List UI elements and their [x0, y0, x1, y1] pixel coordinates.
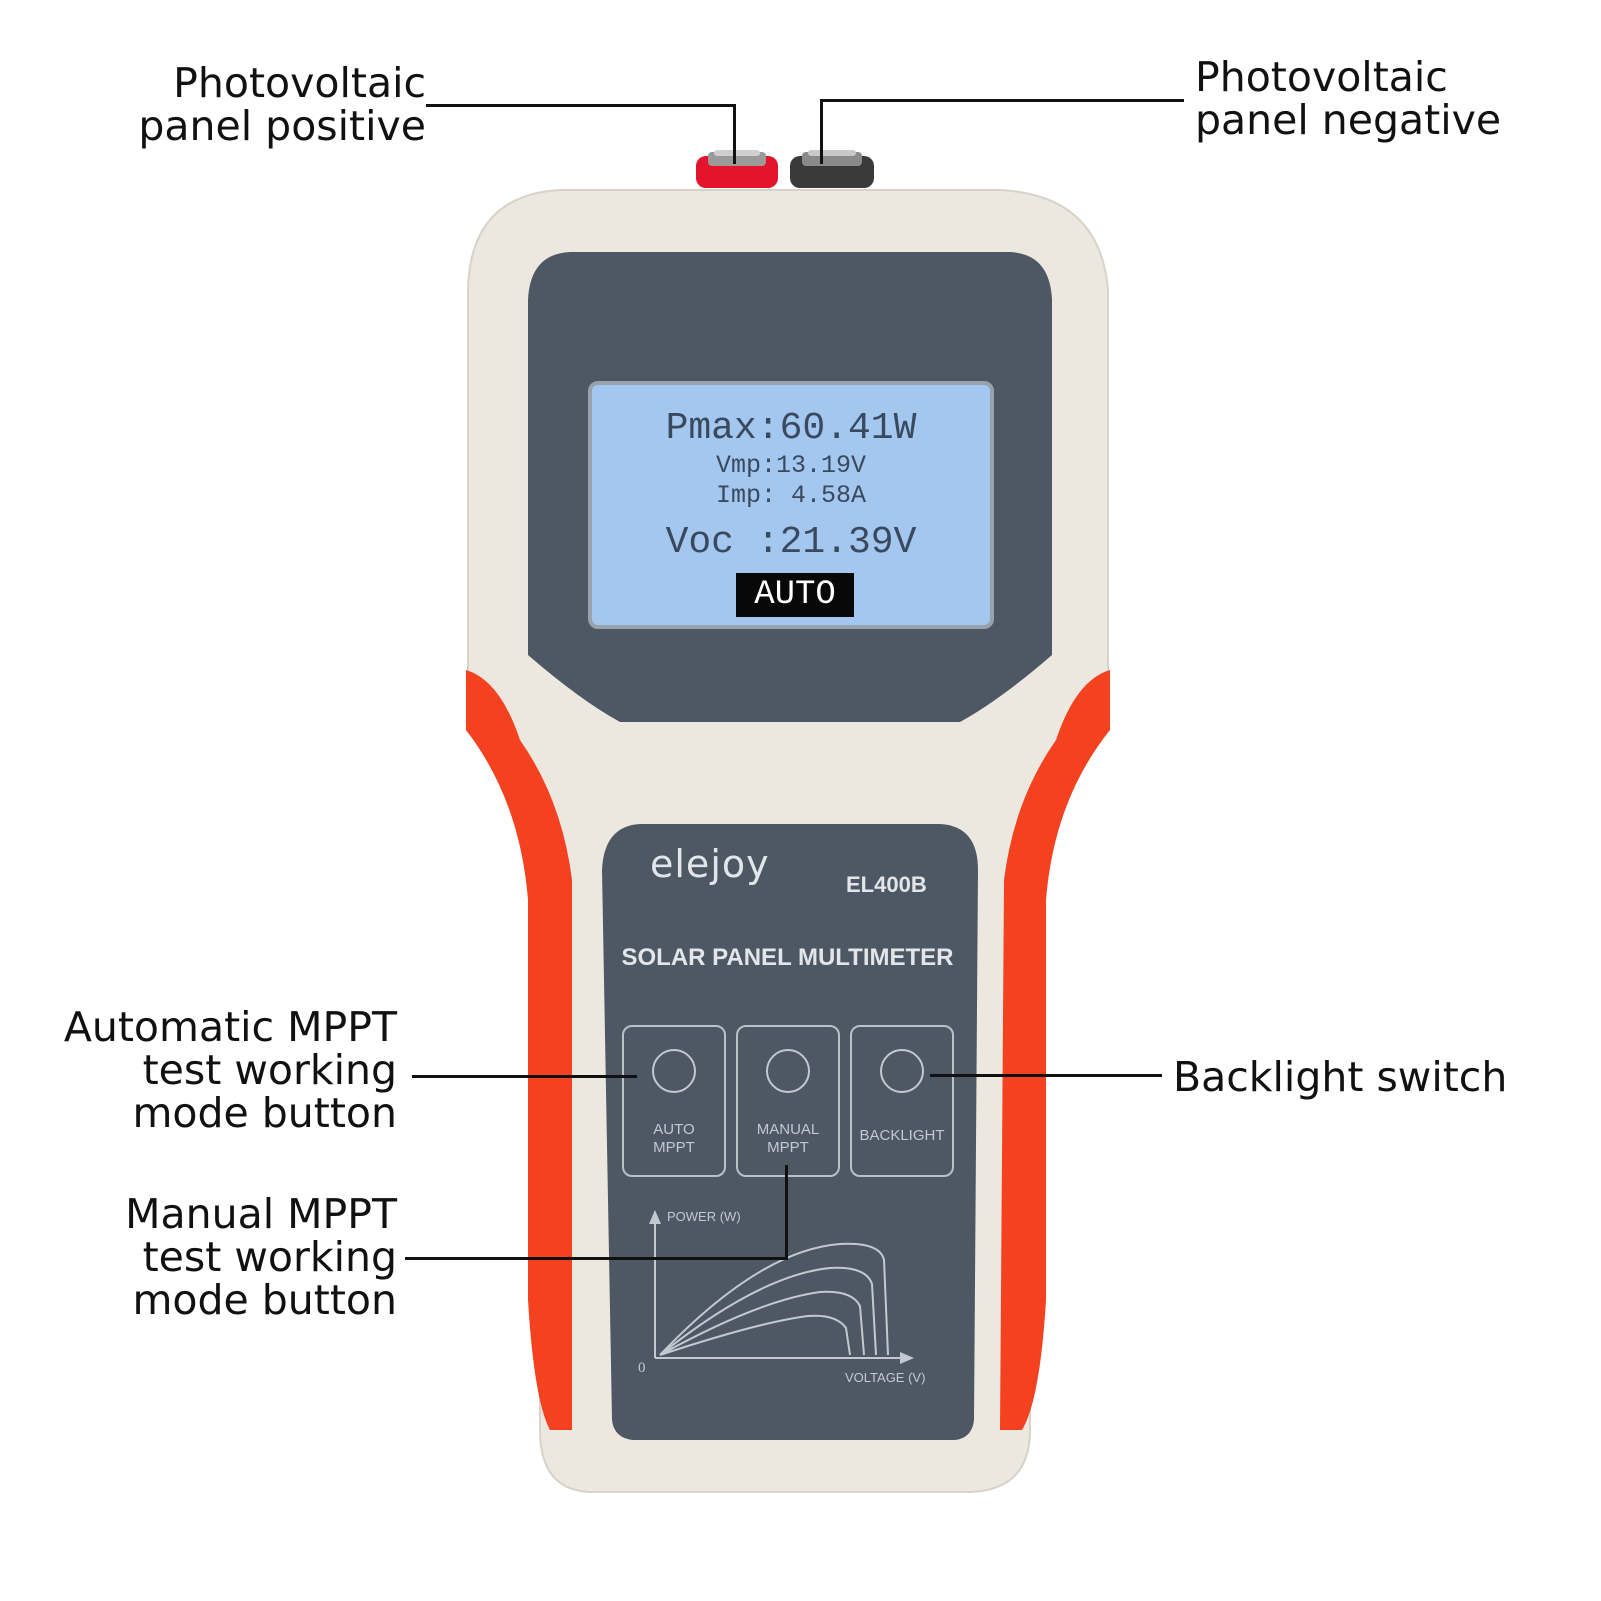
terminal-positive	[696, 150, 778, 188]
leader-manual-mppt-h	[405, 1257, 788, 1260]
grip-right	[1000, 670, 1110, 1430]
graph-xlabel: VOLTAGE (V)	[845, 1370, 926, 1385]
lcd-imp: Imp: 4.58A	[715, 481, 867, 510]
leader-pv-positive-h	[426, 104, 736, 107]
callout-backlight-text: Backlight switch	[1173, 1053, 1508, 1101]
lcd-pmax: Pmax:60.41W	[665, 407, 917, 450]
graph-origin: 0	[638, 1360, 646, 1376]
callout-auto-mppt-line3: mode button	[132, 1089, 397, 1137]
manual-mppt-button-circle[interactable]	[766, 1049, 810, 1093]
auto-mppt-button[interactable]: AUTO MPPT	[622, 1025, 726, 1177]
model-number: EL400B	[846, 872, 927, 897]
auto-mppt-button-circle[interactable]	[652, 1049, 696, 1093]
leader-pv-negative-h	[820, 99, 1184, 102]
callout-manual-mppt-line2: test working	[142, 1233, 397, 1281]
backlight-label: BACKLIGHT	[859, 1127, 945, 1144]
brand-logo: elejoy	[650, 842, 770, 886]
auto-mppt-label: AUTO MPPT	[653, 1121, 695, 1156]
leader-pv-negative-v	[820, 99, 823, 164]
callout-pv-negative-line1: Photovoltaic	[1195, 53, 1448, 101]
callout-auto-mppt-line1: Automatic MPPT	[63, 1003, 397, 1051]
graph-ylabel: POWER (W)	[667, 1209, 741, 1224]
leader-auto-mppt	[412, 1075, 637, 1078]
lcd-vmp: Vmp:13.19V	[715, 451, 867, 480]
callout-manual-mppt-line1: Manual MPPT	[125, 1190, 397, 1238]
faceplate	[602, 824, 978, 1440]
callout-pv-negative: Photovoltaic panel negative	[1195, 56, 1595, 142]
callout-backlight: Backlight switch	[1173, 1056, 1573, 1099]
lcd-mode-text: AUTO	[754, 576, 836, 614]
grip-left	[466, 670, 572, 1430]
callout-auto-mppt-line2: test working	[142, 1046, 397, 1094]
leader-pv-positive-v	[733, 104, 736, 164]
callout-auto-mppt: Automatic MPPT test working mode button	[20, 1006, 397, 1135]
pv-graph	[649, 1210, 914, 1364]
lcd-voc: Voc :21.39V	[665, 521, 917, 564]
manual-mppt-button[interactable]: MANUAL MPPT	[736, 1025, 840, 1177]
product-name: SOLAR PANEL MULTIMETER	[621, 944, 954, 971]
terminal-negative	[790, 150, 874, 188]
backlight-button-circle[interactable]	[880, 1049, 924, 1093]
callout-pv-positive-line2: panel positive	[138, 102, 426, 150]
manual-mppt-label: MANUAL MPPT	[756, 1121, 820, 1156]
lcd-screen: Pmax:60.41W Vmp:13.19V Imp: 4.58A Voc :2…	[588, 381, 994, 629]
backlight-button[interactable]: BACKLIGHT	[850, 1025, 954, 1177]
callout-manual-mppt: Manual MPPT test working mode button	[20, 1193, 397, 1322]
leader-manual-mppt-v	[785, 1165, 788, 1260]
callout-pv-positive-line1: Photovoltaic	[173, 59, 426, 107]
leader-backlight	[930, 1074, 1162, 1077]
lcd-mode-badge: AUTO	[736, 573, 854, 617]
callout-pv-negative-line2: panel negative	[1195, 96, 1502, 144]
callout-manual-mppt-line3: mode button	[132, 1276, 397, 1324]
callout-pv-positive: Photovoltaic panel positive	[60, 62, 426, 148]
